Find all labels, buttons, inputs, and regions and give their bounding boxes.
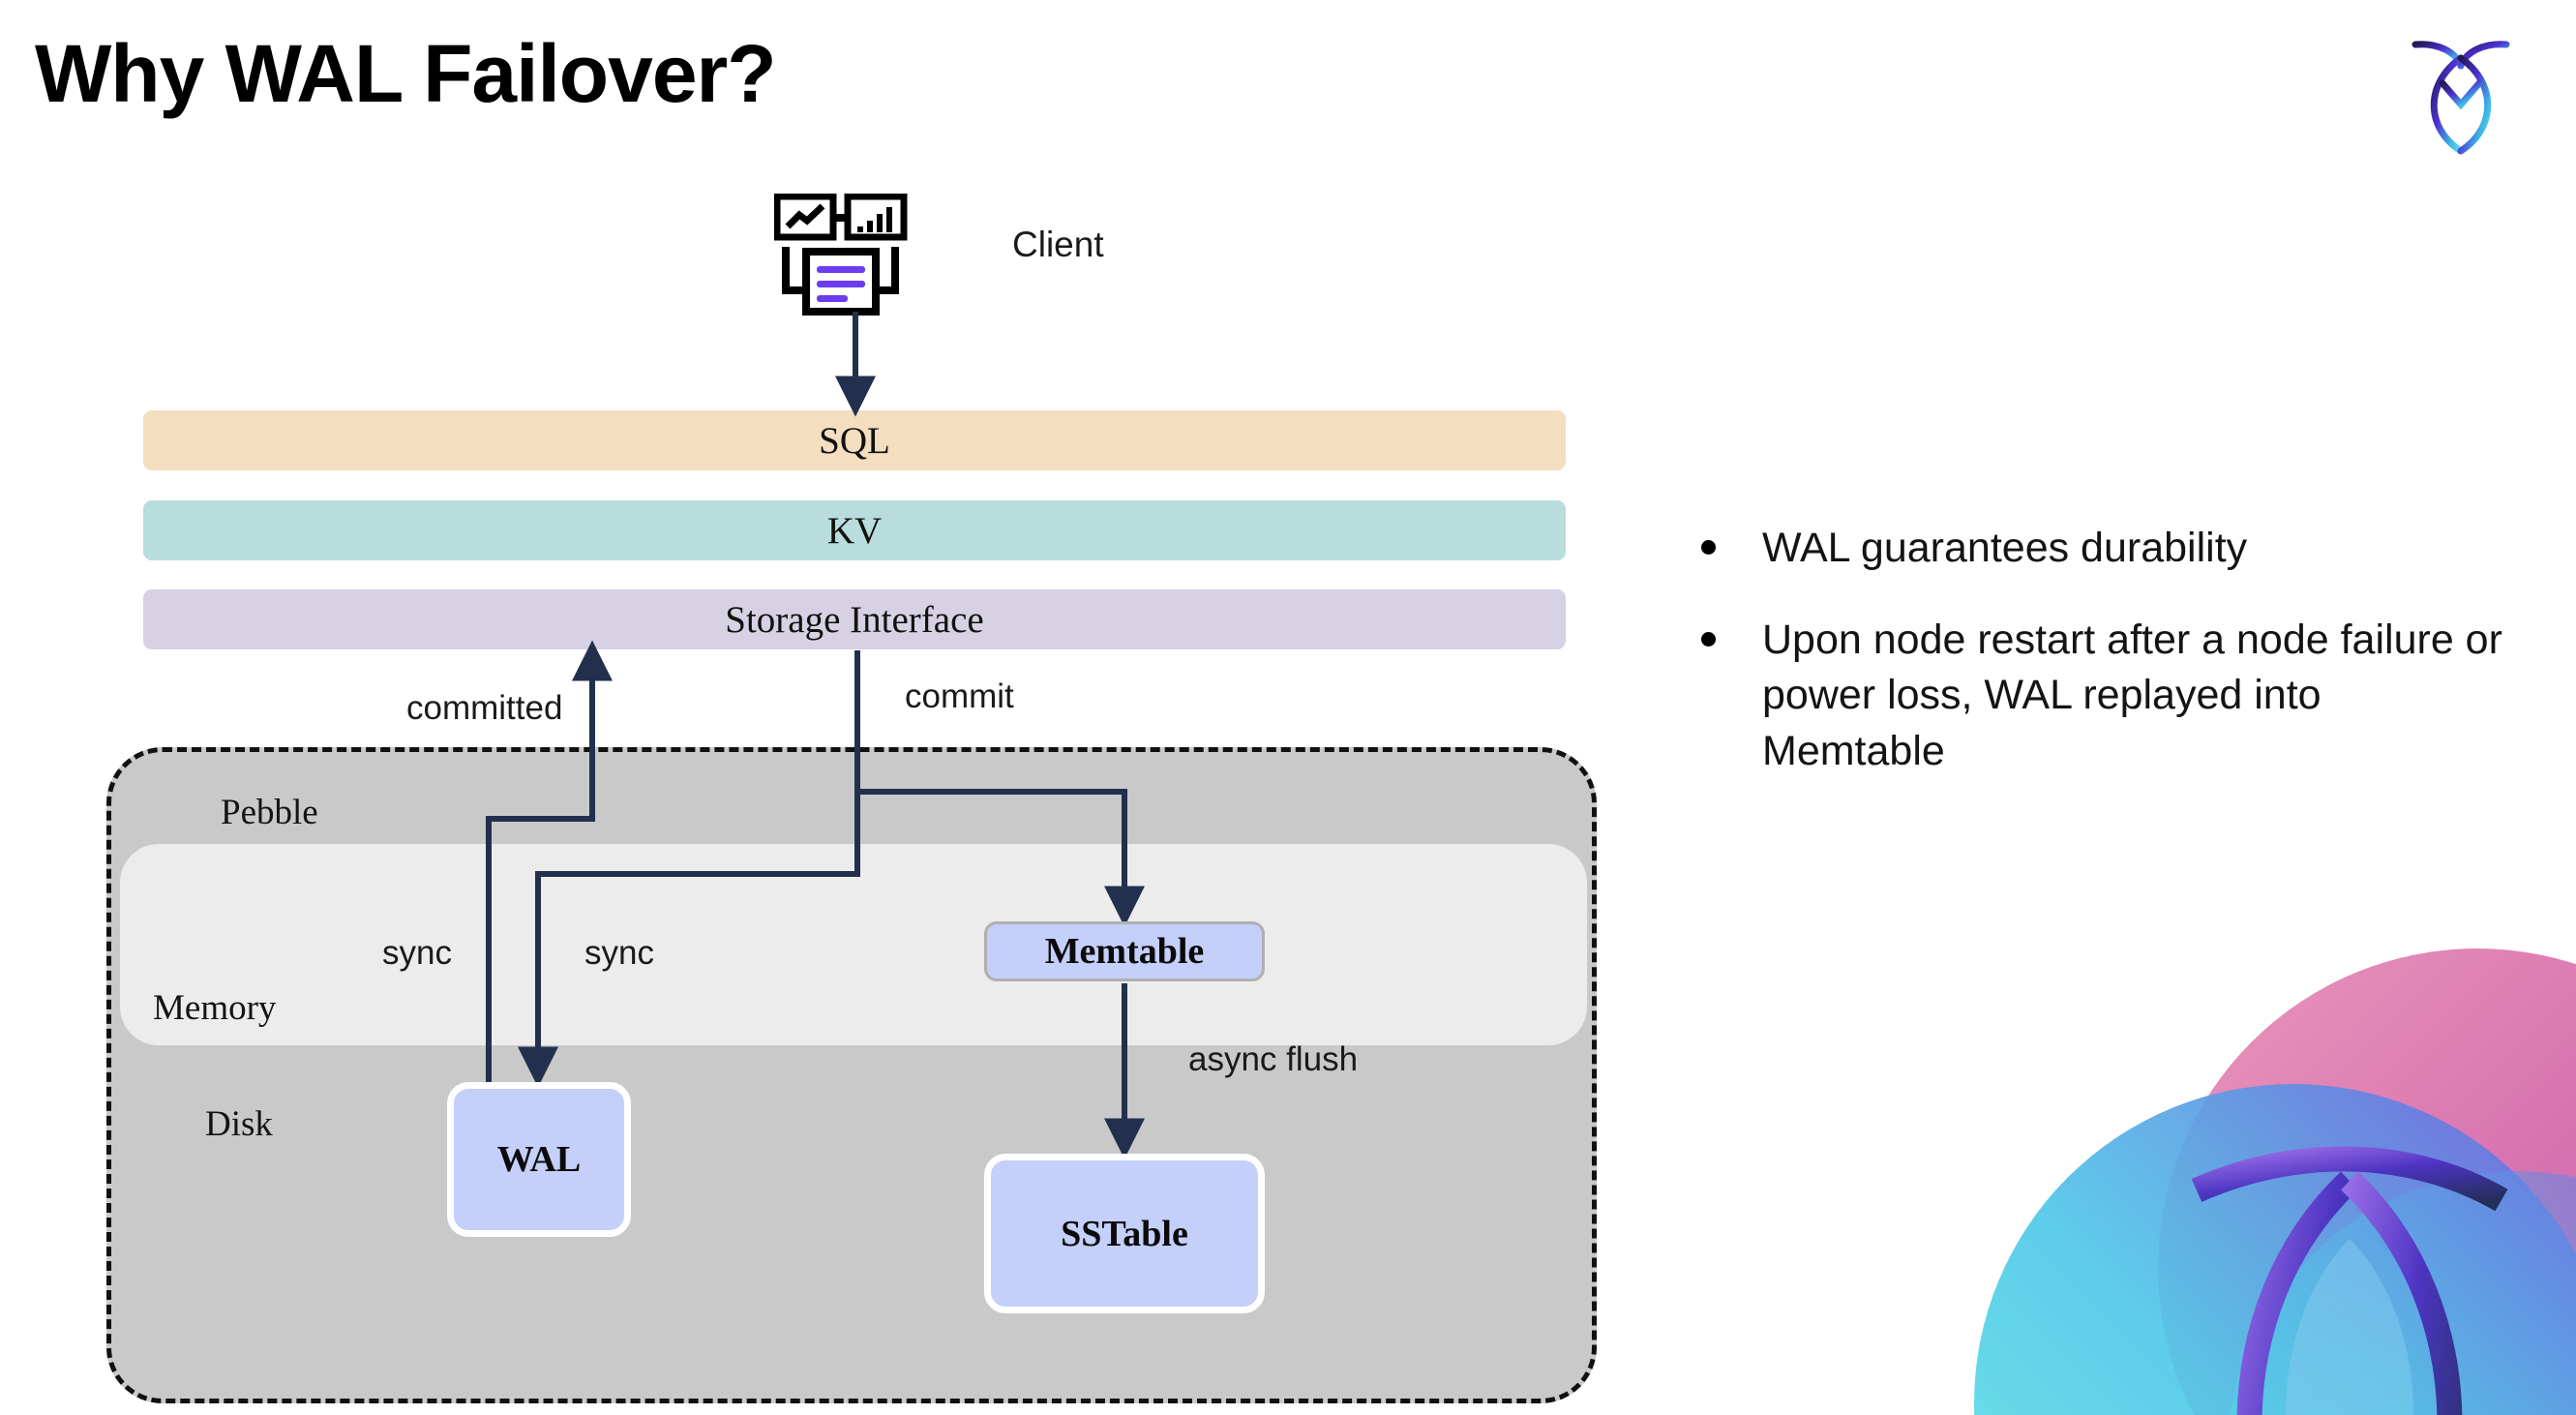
pebble-label: Pebble	[221, 793, 318, 832]
list-item: Upon node restart after a node failure o…	[1701, 613, 2504, 779]
bullet-text: Upon node restart after a node failure o…	[1762, 617, 2502, 774]
edge-label-sync-write: sync	[584, 934, 654, 972]
layer-bar-storage-interface: Storage Interface	[143, 589, 1566, 649]
memory-label: Memory	[153, 988, 277, 1028]
cockroachdb-logo-icon	[2398, 27, 2524, 163]
list-item: WAL guarantees durability	[1701, 521, 2504, 576]
page-title: Why WAL Failover?	[35, 28, 777, 119]
bullet-text: WAL guarantees durability	[1762, 525, 2248, 571]
bullet-dot-icon	[1701, 540, 1716, 555]
layer-bar-sql: SQL	[143, 410, 1566, 470]
client-label: Client	[1012, 225, 1104, 264]
bullet-dot-icon	[1701, 632, 1716, 647]
node-memtable-label: Memtable	[1044, 931, 1205, 972]
bullet-list: WAL guarantees durability Upon node rest…	[1701, 521, 2504, 816]
edge-label-commit: commit	[905, 677, 1014, 715]
node-sstable: SSTable	[984, 1154, 1265, 1313]
node-sstable-label: SSTable	[1061, 1213, 1188, 1254]
memory-panel	[120, 844, 1587, 1045]
client-dashboard-icon	[773, 193, 929, 329]
node-wal: WAL	[447, 1082, 631, 1237]
decorative-gradient-circles	[1974, 919, 2576, 1415]
layer-bar-storage-interface-label: Storage Interface	[725, 598, 984, 641]
edge-label-committed: committed	[406, 689, 563, 727]
edge-label-sync-return: sync	[382, 934, 452, 972]
layer-bar-kv-label: KV	[826, 509, 883, 552]
layer-bar-kv: KV	[143, 500, 1566, 560]
node-wal-label: WAL	[496, 1139, 582, 1180]
layer-bar-sql-label: SQL	[819, 419, 890, 462]
edge-label-async-flush: async flush	[1188, 1040, 1359, 1078]
node-memtable: Memtable	[984, 921, 1265, 981]
disk-label: Disk	[205, 1104, 273, 1144]
